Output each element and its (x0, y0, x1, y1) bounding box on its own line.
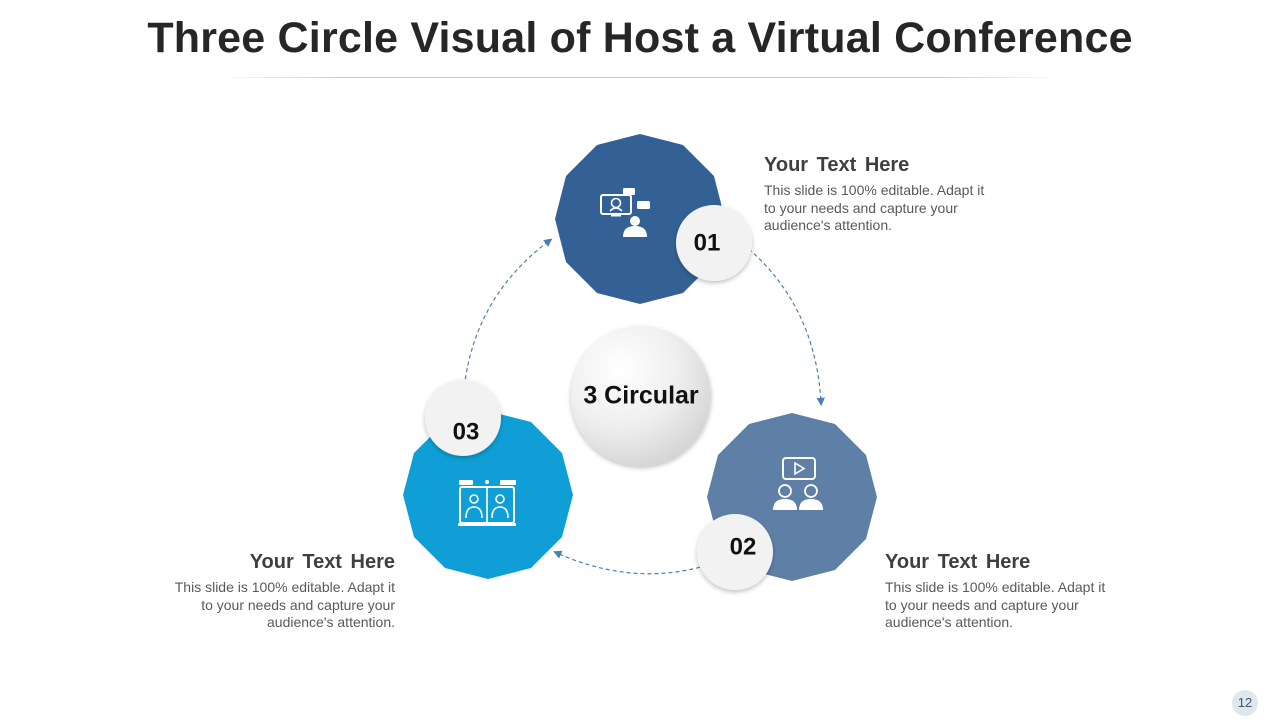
node-3-number-badge (425, 380, 501, 456)
node-3-number: 03 (453, 418, 480, 445)
node-2-heading: Your Text Here (885, 551, 1031, 573)
node-3-description: This slide is 100% editable. Adapt it to… (155, 579, 395, 632)
video-conference-presenter-icon (600, 188, 650, 237)
node-1-description: This slide is 100% editable. Adapt it to… (764, 182, 1004, 235)
node-3-description-line: to your needs and capture your (201, 596, 395, 613)
node-2-number: 02 (730, 533, 757, 560)
node-1-number: 01 (694, 229, 721, 256)
center-circle (571, 326, 711, 466)
node-2-description-line: to your needs and capture your (885, 596, 1079, 613)
laptop-video-call-icon (458, 480, 516, 526)
connector-arrow-3-to-1 (462, 238, 553, 401)
video-presentation-audience-icon (773, 457, 823, 510)
node-3-description-line: This slide is 100% editable. Adapt it (174, 579, 395, 595)
connector-arrow-2-to-3 (553, 550, 721, 575)
node-2-text-block: Your Text Here This slide is 100% editab… (885, 551, 1125, 632)
node-1-description-line: to your needs and capture your (764, 199, 958, 216)
page-title: Three Circle Visual of Host a Virtual Co… (147, 14, 1133, 62)
node-2-number-badge (697, 514, 773, 590)
page-number-badge: 12 (1232, 690, 1258, 716)
node-3-shape (403, 411, 573, 579)
node-1-description-line: audience's attention. (764, 217, 892, 233)
node-3-text-block: Your Text Here This slide is 100% editab… (155, 551, 395, 632)
node-1-text-block: Your Text Here This slide is 100% editab… (764, 154, 1004, 235)
node-2-description: This slide is 100% editable. Adapt it to… (885, 579, 1125, 632)
node-3-description-line: audience's attention. (267, 614, 395, 630)
node-1-number-badge (676, 205, 752, 281)
center-label: 3 Circular (583, 382, 699, 410)
node-1-description-line: This slide is 100% editable. Adapt it (764, 182, 985, 198)
node-2-description-line: This slide is 100% editable. Adapt it (885, 579, 1106, 595)
title-divider (218, 77, 1062, 78)
connector-arrow-1-to-2 (737, 239, 825, 407)
node-1-heading: Your Text Here (764, 154, 910, 176)
node-2-description-line: audience's attention. (885, 614, 1013, 630)
node-3-heading: Your Text Here (249, 551, 395, 573)
